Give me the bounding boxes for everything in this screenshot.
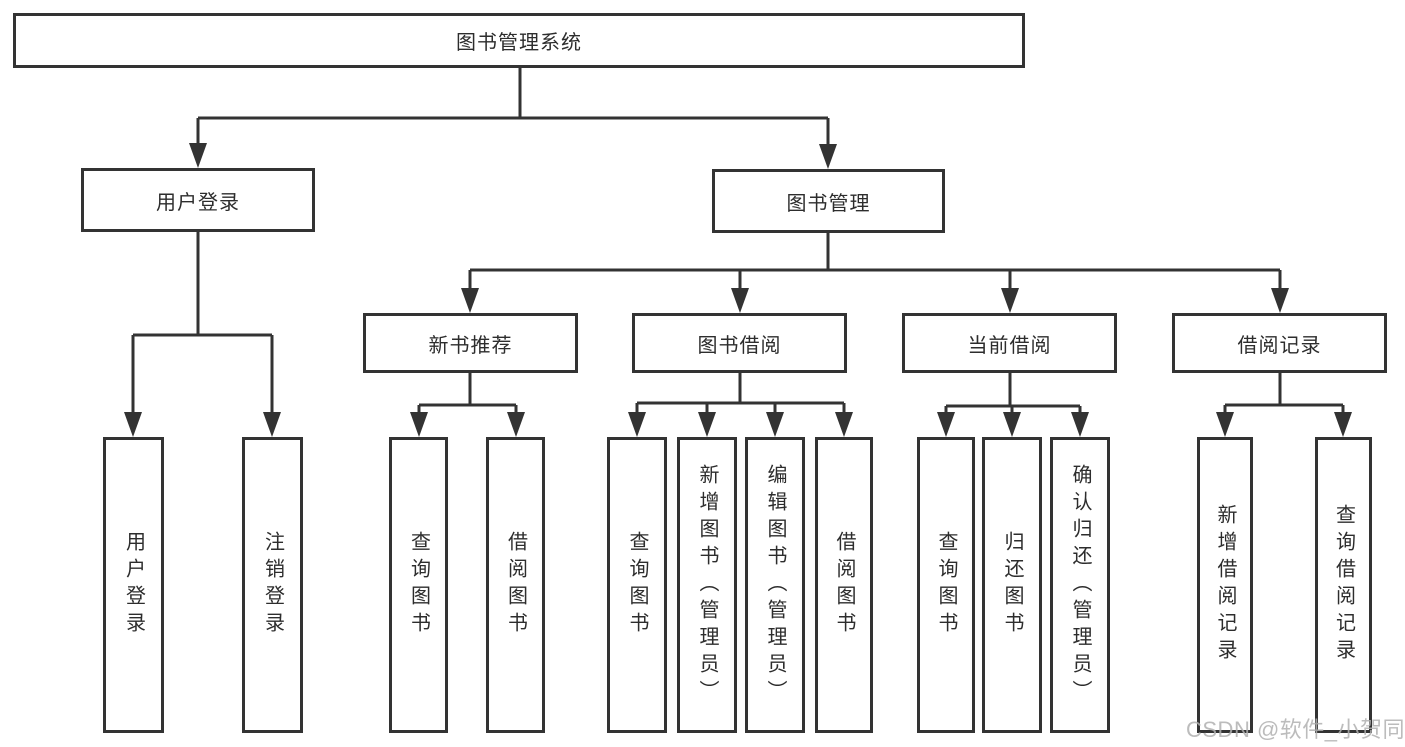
node-current-borrowing: 当前借阅 — [902, 313, 1117, 373]
leaf-recommend-borrow-books: 借阅图书 — [486, 437, 545, 733]
leaf-records-query-record: 查询借阅记录 — [1315, 437, 1372, 733]
node-new-book-recommend: 新书推荐 — [363, 313, 578, 373]
leaf-recommend-query-books: 查询图书 — [389, 437, 448, 733]
node-borrowing-records: 借阅记录 — [1172, 313, 1387, 373]
leaf-current-return-books: 归还图书 — [982, 437, 1042, 733]
node-user-login: 用户登录 — [81, 168, 315, 232]
csdn-watermark: CSDN @软件_小贺同学 — [1186, 717, 1405, 742]
leaf-borrowing-edit-books: 编辑图书（管理员） — [745, 437, 805, 733]
leaf-borrowing-add-books: 新增图书（管理员） — [677, 437, 737, 733]
leaf-current-query-books: 查询图书 — [917, 437, 975, 733]
leaf-current-confirm-return: 确认归还（管理员） — [1050, 437, 1110, 733]
node-book-management: 图书管理 — [712, 169, 945, 233]
leaf-records-add-record: 新增借阅记录 — [1197, 437, 1253, 733]
node-book-borrowing: 图书借阅 — [632, 313, 847, 373]
leaf-borrowing-query-books: 查询图书 — [607, 437, 667, 733]
leaf-user-login: 用户登录 — [103, 437, 164, 733]
node-root-system: 图书管理系统 — [13, 13, 1025, 68]
leaf-borrowing-borrow-books: 借阅图书 — [815, 437, 873, 733]
leaf-logout: 注销登录 — [242, 437, 303, 733]
